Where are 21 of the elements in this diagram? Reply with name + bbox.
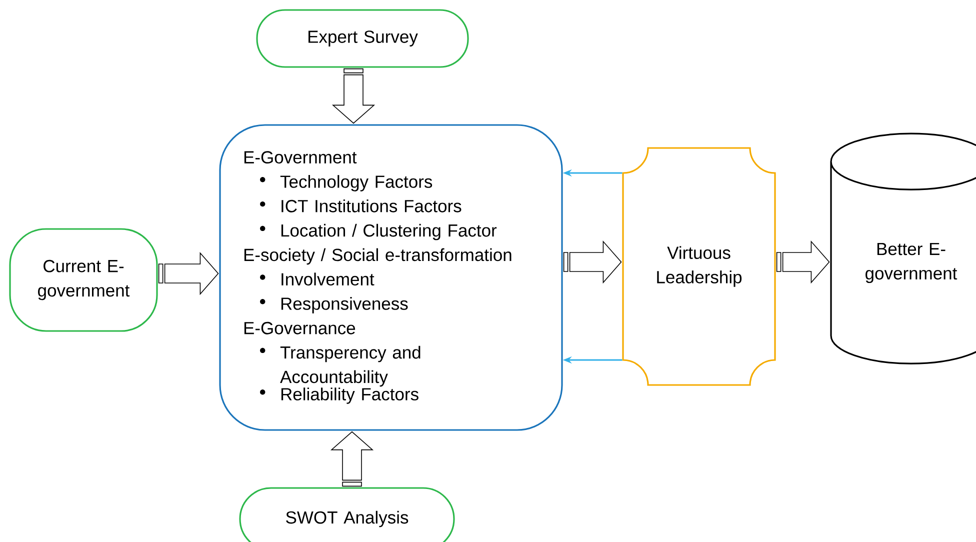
terminal-box: Expert Survey bbox=[256, 9, 469, 68]
process-box bbox=[219, 124, 563, 431]
block-arrow bbox=[776, 240, 830, 284]
bullet-item: Technology Factors bbox=[260, 175, 432, 192]
block-arrow bbox=[563, 240, 622, 284]
bullet-item: Transperency and Accountability bbox=[260, 346, 420, 387]
heading: E-Government bbox=[244, 151, 357, 164]
scroll-box: Virtuous Leadership bbox=[622, 147, 776, 386]
terminal-box: Current E-government bbox=[9, 228, 158, 332]
block-arrow bbox=[330, 431, 374, 487]
heading: E-Governance bbox=[244, 322, 356, 334]
bullet-item: Reliability Factors bbox=[260, 388, 418, 404]
block-arrow bbox=[332, 68, 376, 124]
bullet-item: Responsiveness bbox=[260, 297, 408, 314]
bullet-item: ICT Institutions Factors bbox=[260, 199, 462, 212]
heading: E-society / Social e-transformation bbox=[244, 248, 512, 265]
cylinder: Better E-government bbox=[830, 132, 976, 364]
terminal-box: SWOT Analysis bbox=[239, 487, 455, 542]
block-arrow bbox=[158, 252, 219, 296]
bullet-item: Location / Clustering Factor bbox=[260, 224, 497, 240]
bullet-item: Involvement bbox=[260, 272, 374, 286]
